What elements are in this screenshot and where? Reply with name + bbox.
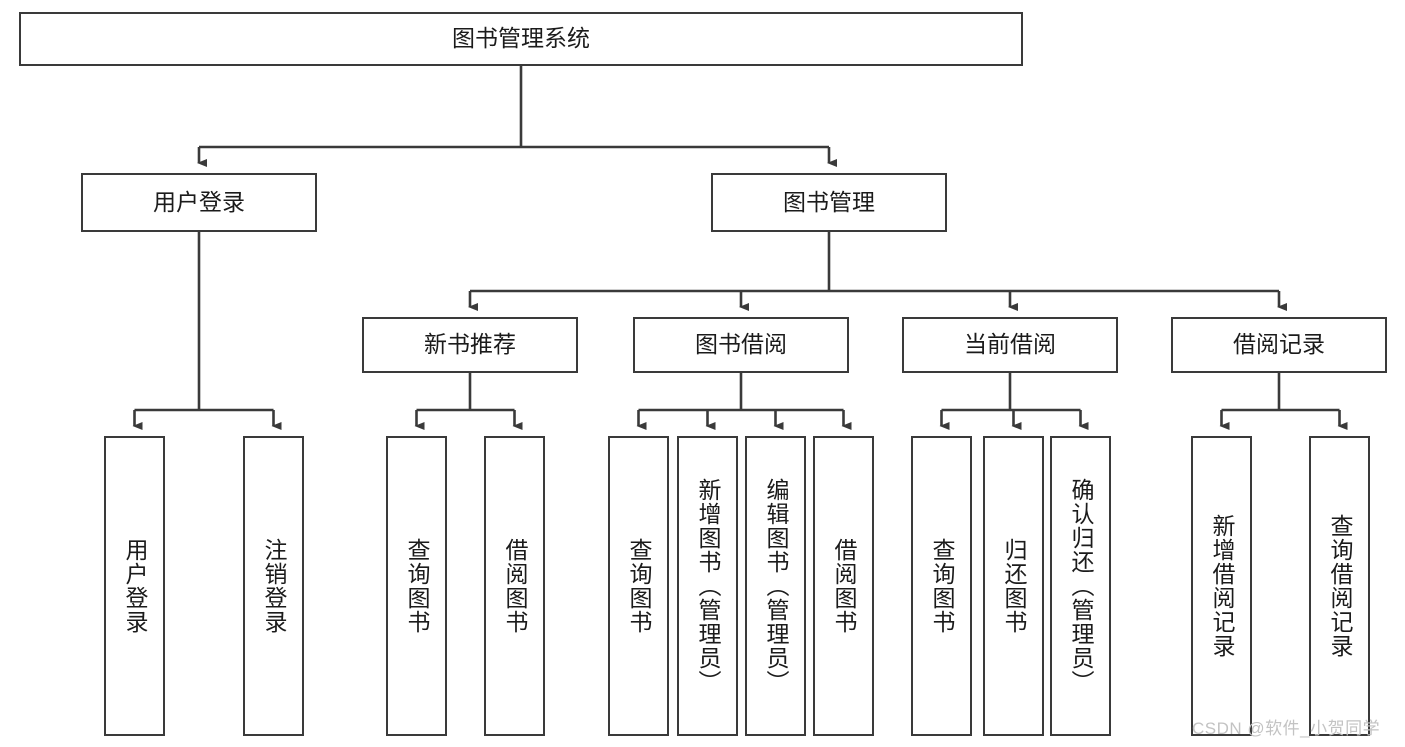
node-label: 图书管理系统 [452,25,590,52]
node-label: 编辑图书（管理员） [763,478,789,694]
node-label: 查询图书 [404,538,430,634]
node-label: 借阅记录 [1233,331,1325,358]
node-book-borrow: 图书借阅 [633,317,849,373]
node-leaf-query-record: 查询借阅记录 [1309,436,1370,736]
node-label: 图书管理 [783,188,875,215]
node-label: 当前借阅 [964,331,1056,358]
node-leaf-query-book-2: 查询图书 [608,436,669,736]
node-borrow-record: 借阅记录 [1171,317,1387,373]
node-current-borrow: 当前借阅 [902,317,1118,373]
node-leaf-query-book-1: 查询图书 [386,436,447,736]
node-label: 新书推荐 [424,331,516,358]
node-leaf-query-book-3: 查询图书 [911,436,972,736]
node-leaf-edit-book: 编辑图书（管理员） [745,436,806,736]
node-label: 注销登录 [261,538,287,634]
node-leaf-return-book: 归还图书 [983,436,1044,736]
node-leaf-user-login: 用户登录 [104,436,165,736]
node-label: 归还图书 [1001,538,1027,634]
node-label: 借阅图书 [831,538,857,634]
node-label: 新增图书（管理员） [695,478,721,694]
node-leaf-borrow-book-1: 借阅图书 [484,436,545,736]
node-label: 查询图书 [626,538,652,634]
node-root: 图书管理系统 [19,12,1023,66]
node-leaf-borrow-book-2: 借阅图书 [813,436,874,736]
node-label: 用户登录 [122,538,148,634]
node-user-login: 用户登录 [81,173,317,232]
node-leaf-add-book: 新增图书（管理员） [677,436,738,736]
node-label: 确认归还（管理员） [1068,478,1094,694]
node-label: 用户登录 [153,188,245,215]
node-leaf-confirm-return: 确认归还（管理员） [1050,436,1111,736]
node-label: 新增借阅记录 [1209,514,1235,658]
node-label: 查询借阅记录 [1327,514,1353,658]
node-label: 图书借阅 [695,331,787,358]
node-leaf-add-record: 新增借阅记录 [1191,436,1252,736]
node-label: 查询图书 [929,538,955,634]
node-leaf-user-logout: 注销登录 [243,436,304,736]
node-label: 借阅图书 [502,538,528,634]
node-new-book-rec: 新书推荐 [362,317,578,373]
node-book-manage: 图书管理 [711,173,947,232]
